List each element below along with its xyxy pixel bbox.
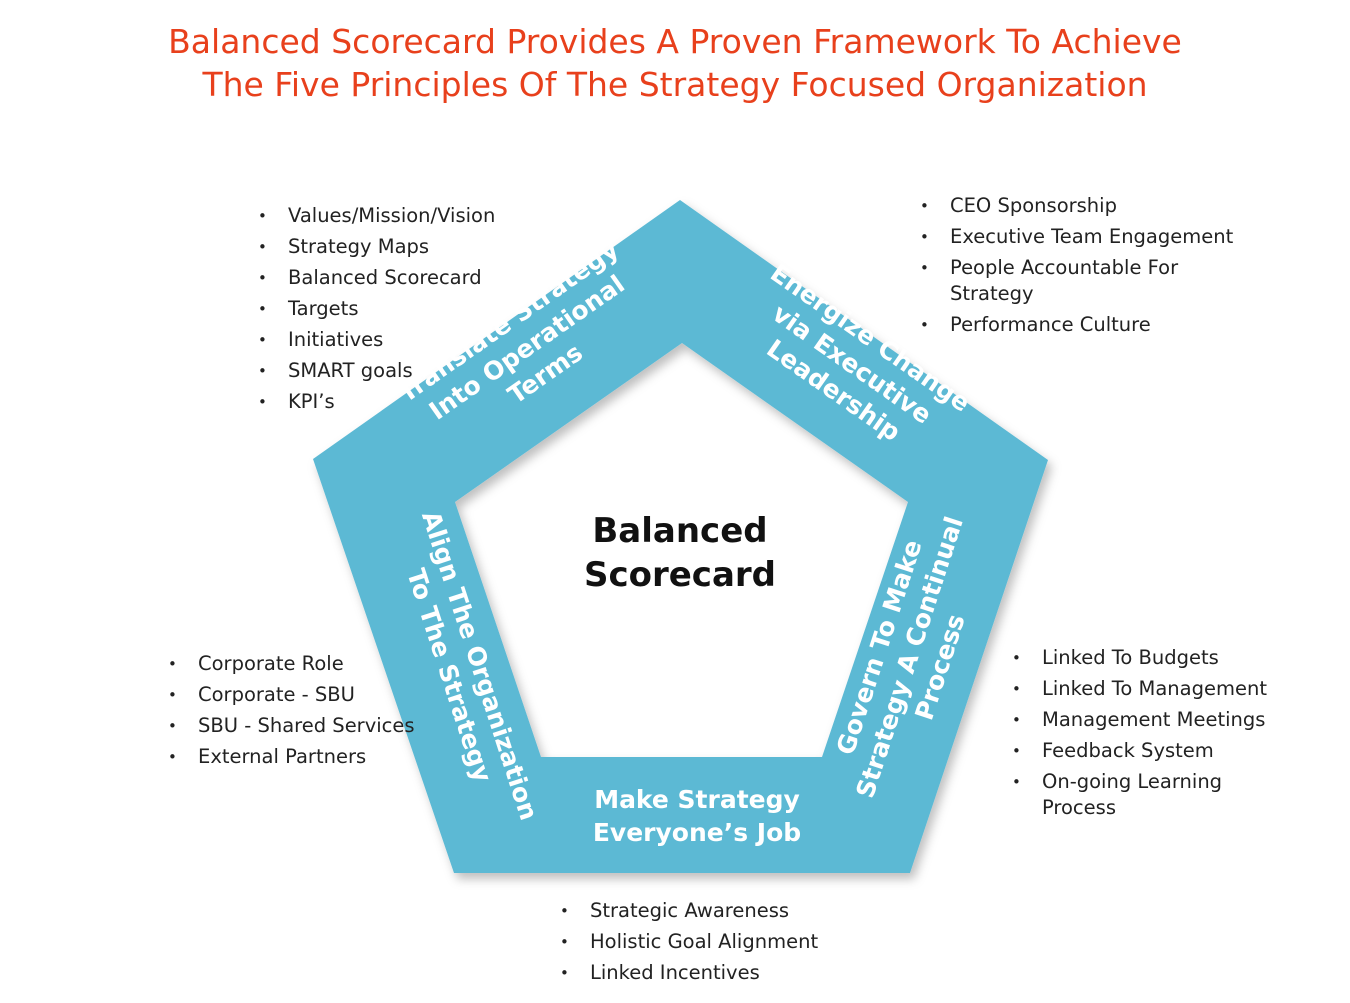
translate-bullet-list: Values/Mission/Vision Strategy Maps Bala… xyxy=(258,202,495,419)
segment-everyone-line-1: Make Strategy xyxy=(594,785,800,814)
center-label: Balanced Scorecard xyxy=(584,511,776,595)
segment-everyone: Make Strategy Everyone’s Job xyxy=(593,785,801,847)
segment-everyone-line-2: Everyone’s Job xyxy=(593,818,801,847)
pentagon-ring xyxy=(313,200,1048,873)
everyone-bullet-list: Strategic Awareness Holistic Goal Alignm… xyxy=(560,897,818,990)
list-item: On-going Learning Process xyxy=(1012,769,1262,821)
list-item: SBU - Shared Services xyxy=(168,712,415,743)
page-title-line-2: The Five Principles Of The Strategy Focu… xyxy=(202,65,1148,104)
list-item: Holistic Goal Alignment xyxy=(560,928,818,959)
list-item: Balanced Scorecard xyxy=(258,264,495,295)
list-item: KPI’s xyxy=(258,388,495,419)
list-item: People Accountable For Strategy xyxy=(920,255,1190,307)
energize-bullet-list: CEO Sponsorship Executive Team Engagemen… xyxy=(920,193,1233,343)
align-bullet-list: Corporate Role Corporate - SBU SBU - Sha… xyxy=(168,650,415,774)
list-item: Feedback System xyxy=(1012,738,1267,764)
list-item: Executive Team Engagement xyxy=(920,224,1233,250)
list-item: Corporate Role xyxy=(168,650,415,681)
list-item: Strategy Maps xyxy=(258,233,495,264)
list-item: Performance Culture xyxy=(920,312,1233,338)
list-item: Corporate - SBU xyxy=(168,681,415,712)
list-item: External Partners xyxy=(168,743,415,774)
list-item: Values/Mission/Vision xyxy=(258,202,495,233)
list-item: Strategic Awareness xyxy=(560,897,818,928)
list-item: Initiatives xyxy=(258,326,495,357)
list-item: Linked Incentives xyxy=(560,959,818,990)
list-item: Management Meetings xyxy=(1012,707,1267,733)
list-item: Linked To Budgets xyxy=(1012,645,1267,671)
page-title-line-1: Balanced Scorecard Provides A Proven Fra… xyxy=(168,22,1182,61)
center-label-line-1: Balanced xyxy=(592,511,767,551)
list-item: CEO Sponsorship xyxy=(920,193,1233,219)
list-item: SMART goals xyxy=(258,357,495,388)
center-label-line-2: Scorecard xyxy=(584,555,776,595)
govern-bullet-list: Linked To Budgets Linked To Management M… xyxy=(1012,645,1267,826)
list-item: Linked To Management xyxy=(1012,676,1267,702)
list-item: Targets xyxy=(258,295,495,326)
